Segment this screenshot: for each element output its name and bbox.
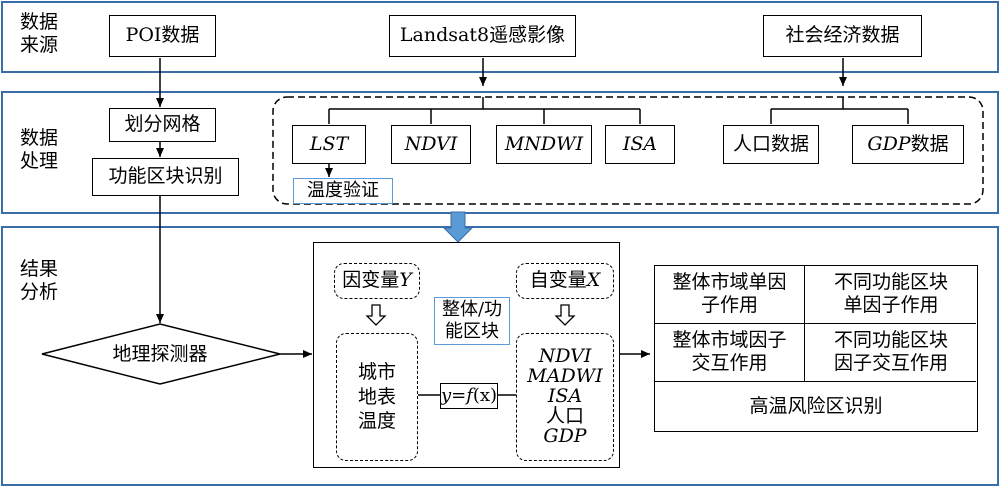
independent-variable-box: NDVI MADWI ISA 人口 GDP	[516, 333, 614, 461]
factor-item: GDP	[543, 424, 587, 447]
hollow-down-arrow-icon	[365, 304, 387, 326]
factor-item: ISA	[547, 385, 583, 408]
formula-box: y=f(x)	[440, 383, 498, 409]
section-label-result-analysis: 结果 分析	[20, 258, 59, 303]
ndvi-box: NDVI	[391, 125, 471, 164]
model-box	[313, 242, 620, 468]
result-citywide-interaction: 整体市域因子 交互作用	[672, 329, 787, 374]
isa-box: ISA	[605, 125, 675, 164]
result-zone-interaction: 不同功能区块 因子交互作用	[833, 329, 948, 374]
grid-division-box: 划分网格	[109, 108, 216, 142]
lst-box: LST	[292, 125, 366, 164]
hollow-down-arrow-icon	[554, 304, 576, 326]
panel-data-processing	[1, 91, 999, 214]
function-zone-identification-box: 功能区块识别	[92, 158, 239, 196]
down-arrow-icon	[442, 211, 474, 243]
result-citywide-single-factor: 整体市域单因 子作用	[672, 271, 787, 316]
geodetector-label: 地理探测器	[112, 343, 208, 365]
mndwi-box: MNDWI	[496, 125, 592, 164]
panel-data-source	[1, 1, 999, 73]
section-label-data-processing: 数据 处理	[20, 127, 59, 172]
socioeconomic-data-box: 社会经济数据	[763, 15, 922, 57]
results-table	[654, 265, 978, 432]
population-data-box: 人口数据	[723, 125, 819, 164]
section-label-data-source: 数据 来源	[20, 11, 59, 56]
result-zone-single-factor: 不同功能区块 单因子作用	[833, 271, 948, 316]
dependent-variable-box: 城市 地表 温度	[336, 333, 418, 461]
poi-data-box: POI数据	[109, 15, 216, 57]
landsat-box: Landsat8遥感影像	[389, 15, 576, 57]
factor-item: MADWI	[527, 365, 603, 388]
panel-result-analysis	[1, 226, 999, 486]
factor-item: NDVI	[538, 345, 592, 368]
result-high-temperature-risk: 高温风险区识别	[749, 395, 883, 418]
temperature-validation-box: 温度验证	[293, 178, 393, 204]
scope-box: 整体/功 能区块	[434, 297, 510, 345]
factor-item: 人口	[545, 404, 584, 427]
